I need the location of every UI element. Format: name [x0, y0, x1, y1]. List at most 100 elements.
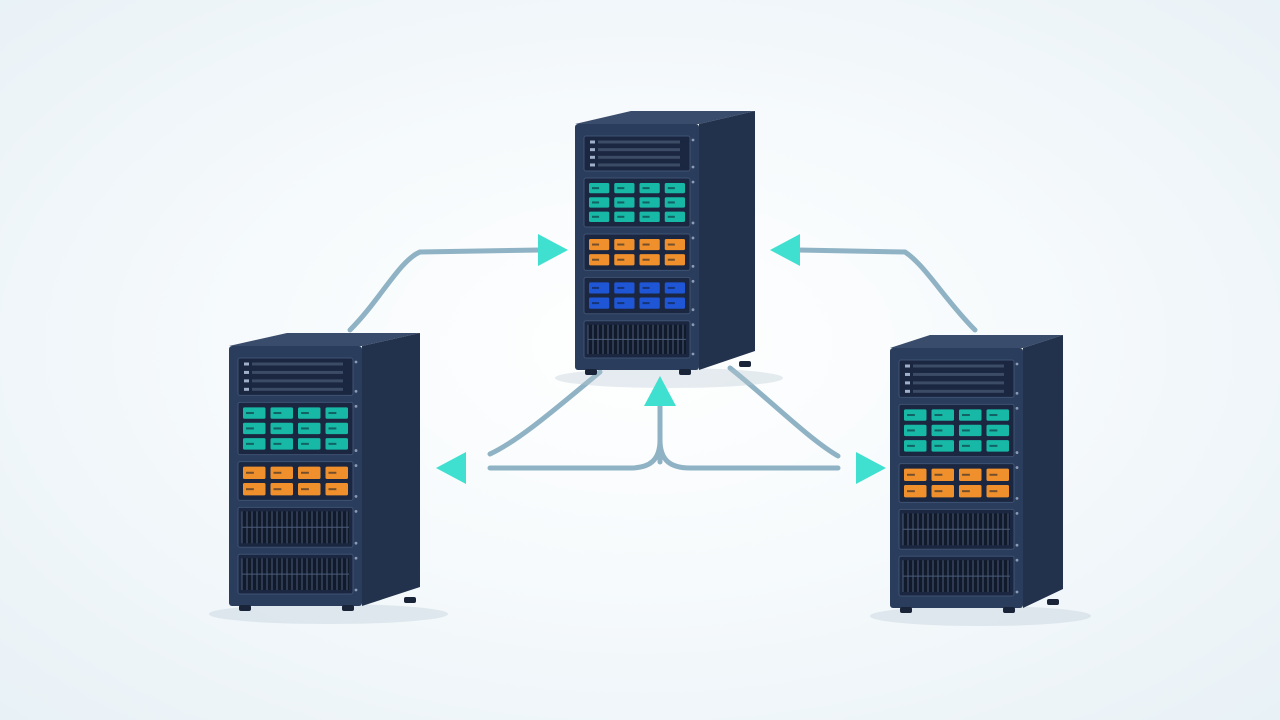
led-glyph — [617, 258, 625, 261]
status-led-teal — [589, 197, 610, 208]
screw — [691, 352, 695, 356]
screw — [691, 308, 695, 312]
status-led-teal — [298, 407, 321, 419]
led-glyph — [962, 444, 970, 447]
led-glyph — [667, 243, 675, 246]
bay-leds — [583, 276, 695, 315]
led-glyph — [328, 412, 337, 415]
led-glyph — [962, 414, 970, 417]
arrowheads-layer — [436, 234, 886, 484]
drive-led — [905, 389, 910, 393]
bay-frame — [898, 359, 1015, 398]
server-foot — [342, 605, 354, 611]
screw — [354, 464, 358, 467]
status-led-blue — [589, 297, 610, 309]
server-shadow — [209, 604, 448, 624]
led-glyph — [592, 286, 600, 289]
status-led-orange — [959, 484, 982, 498]
led-glyph — [934, 414, 943, 417]
drive-led — [244, 370, 249, 374]
drive-led — [244, 387, 249, 391]
bay-vent — [583, 320, 695, 359]
drive-led — [905, 372, 910, 376]
led-glyph — [273, 442, 282, 445]
bay-leds — [237, 401, 358, 456]
screw — [691, 264, 695, 268]
server-right — [870, 335, 1091, 626]
status-led-orange — [243, 466, 266, 479]
drive-led — [590, 140, 595, 144]
bay-frame — [898, 403, 1015, 458]
server-side-face — [362, 333, 420, 606]
drive-slot — [598, 155, 680, 159]
status-led-orange — [589, 254, 610, 266]
status-led-teal — [325, 438, 348, 450]
server-top-face — [890, 335, 1063, 348]
status-led-orange — [639, 254, 660, 266]
led-glyph — [592, 258, 600, 261]
server-foot — [239, 605, 251, 611]
status-led-teal — [589, 182, 610, 194]
status-led-orange — [614, 238, 635, 251]
led-glyph — [301, 412, 309, 415]
led-glyph — [934, 429, 943, 432]
screw — [691, 279, 695, 283]
drive-led — [590, 148, 595, 152]
led-glyph — [592, 201, 600, 204]
bay-drive — [583, 135, 695, 172]
led-glyph — [907, 490, 915, 493]
status-led-orange — [664, 238, 685, 251]
led-glyph — [273, 427, 282, 430]
server-top-face — [229, 333, 420, 346]
status-led-blue — [614, 297, 635, 309]
connection-top-to-right — [657, 365, 841, 471]
status-led-orange — [325, 466, 348, 479]
screw — [354, 494, 358, 498]
drive-led — [905, 364, 910, 368]
status-led-orange — [931, 484, 954, 498]
led-glyph — [273, 471, 282, 474]
bay-frame — [583, 135, 691, 172]
status-led-orange — [931, 468, 954, 481]
bay-vent — [898, 555, 1019, 597]
bay-leds — [898, 403, 1019, 458]
status-led-teal — [589, 211, 610, 222]
status-led-teal — [904, 409, 927, 421]
screw — [1015, 496, 1019, 500]
led-glyph — [934, 444, 943, 447]
drive-slot — [913, 381, 1004, 385]
server-foot — [679, 369, 691, 375]
arrow-right-icon — [856, 452, 886, 484]
screw — [354, 588, 358, 592]
led-glyph — [592, 243, 600, 246]
bay-vent — [898, 508, 1019, 550]
status-led-teal — [959, 409, 982, 421]
led-glyph — [989, 429, 998, 432]
bay-leds — [237, 461, 358, 501]
bay-drive — [898, 359, 1019, 398]
screw — [1015, 406, 1019, 410]
led-glyph — [989, 490, 998, 493]
led-glyph — [989, 473, 998, 476]
led-glyph — [989, 444, 998, 447]
led-glyph — [934, 473, 943, 476]
led-glyph — [328, 488, 337, 491]
led-glyph — [617, 302, 625, 305]
screw — [354, 404, 358, 408]
status-led-orange — [904, 468, 927, 481]
server-foot — [1003, 607, 1015, 613]
led-glyph — [962, 429, 970, 432]
status-led-teal — [986, 424, 1009, 437]
status-led-teal — [931, 424, 954, 437]
led-glyph — [301, 427, 309, 430]
status-led-orange — [664, 254, 685, 266]
status-led-teal — [639, 197, 660, 208]
screw — [1015, 391, 1019, 395]
server-left — [209, 333, 448, 624]
connection-left-to-top — [347, 247, 543, 333]
led-glyph — [642, 201, 650, 204]
bay-frame — [237, 357, 354, 396]
drive-slot — [598, 148, 680, 152]
status-led-teal — [931, 409, 954, 421]
screw — [354, 509, 358, 513]
